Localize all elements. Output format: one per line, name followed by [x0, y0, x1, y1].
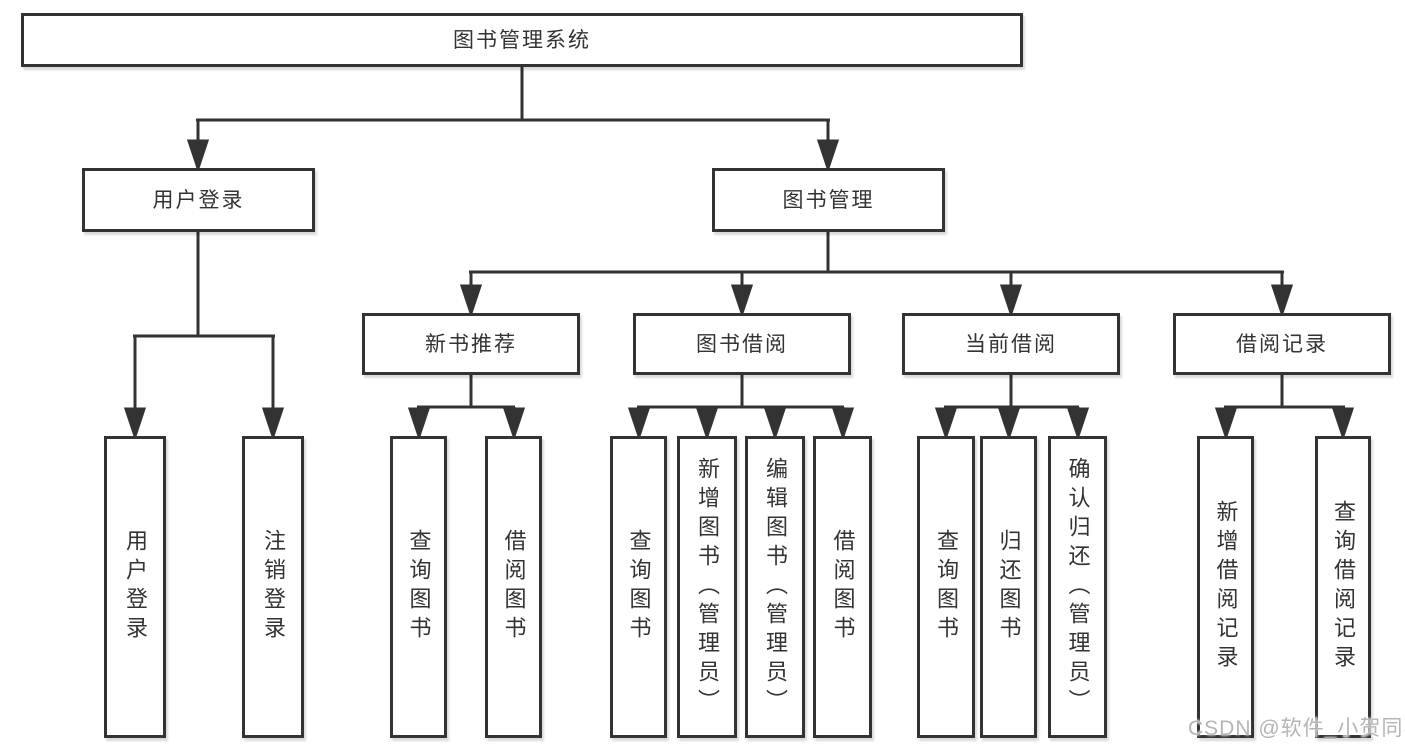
node-borrow-records-label: 借阅记录 [1236, 332, 1328, 356]
node-edit-books-admin: 编辑图书（管理员） [745, 436, 805, 738]
arrowhead-icon [695, 407, 719, 441]
node-borrow-books-label: 借阅图书 [830, 529, 856, 645]
node-return-books: 归还图书 [980, 436, 1037, 738]
node-book-management: 图书管理 [712, 168, 945, 232]
node-user-login-action-label: 用户登录 [123, 529, 148, 645]
connector-borrow-records-children [1214, 375, 1355, 441]
node-query-borrow-record-label: 查询借阅记录 [1331, 500, 1356, 674]
arrowhead-icon [261, 407, 285, 441]
node-book-borrow: 图书借阅 [633, 313, 851, 375]
node-edit-books-admin-label: 编辑图书（管理员） [763, 456, 788, 718]
arrowhead-icon [123, 407, 147, 441]
arrowhead-icon [1214, 407, 1238, 441]
node-user-login-action: 用户登录 [104, 436, 166, 738]
node-query-books-current-label: 查询图书 [934, 529, 959, 645]
node-new-book-recommend: 新书推荐 [362, 313, 580, 375]
connector-book-mgmt-children [459, 232, 1294, 318]
arrowhead-icon [763, 407, 787, 441]
csdn-watermark: CSDN @软件_小贺同学 [1188, 717, 1405, 740]
node-logout-action-label: 注销登录 [261, 529, 286, 645]
node-library-management-system: 图书管理系统 [21, 13, 1023, 67]
node-query-books-recommend-label: 查询图书 [406, 529, 432, 645]
node-borrow-books-recommend-label: 借阅图书 [501, 529, 527, 645]
node-borrow-books: 借阅图书 [813, 436, 872, 738]
node-confirm-return-admin-label: 确认归还（管理员） [1065, 456, 1091, 718]
node-new-book-recommend-label: 新书推荐 [425, 332, 517, 356]
arrowhead-icon [997, 407, 1021, 441]
node-book-borrow-label: 图书借阅 [696, 332, 788, 356]
node-query-books-borrow-label: 查询图书 [626, 529, 652, 645]
arrowhead-icon [934, 407, 958, 441]
connector-book-borrow-children [627, 375, 855, 441]
node-return-books-label: 归还图书 [996, 529, 1022, 645]
node-add-borrow-record-label: 新增借阅记录 [1213, 500, 1239, 674]
node-add-books-admin-label: 新增图书（管理员） [695, 456, 720, 718]
node-library-management-system-label: 图书管理系统 [453, 28, 591, 52]
node-query-books-current: 查询图书 [917, 436, 975, 738]
connector-root-to-level2 [186, 67, 840, 173]
arrowhead-icon [186, 139, 210, 173]
node-query-borrow-record: 查询借阅记录 [1315, 436, 1371, 738]
node-borrow-books-recommend: 借阅图书 [485, 436, 542, 738]
arrowhead-icon [627, 407, 651, 441]
arrowhead-icon [1331, 407, 1355, 441]
node-query-books-borrow: 查询图书 [610, 436, 667, 738]
arrowhead-icon [1066, 407, 1090, 441]
arrowhead-icon [407, 407, 431, 441]
arrowhead-icon [1270, 284, 1294, 318]
connector-user-login-children [123, 232, 285, 441]
node-user-login-label: 用户登录 [152, 188, 245, 212]
node-add-borrow-record: 新增借阅记录 [1197, 436, 1254, 738]
arrowhead-icon [999, 284, 1023, 318]
node-add-books-admin: 新增图书（管理员） [677, 436, 737, 738]
arrowhead-icon [831, 407, 855, 441]
arrowhead-icon [502, 407, 526, 441]
node-borrow-records: 借阅记录 [1173, 313, 1391, 375]
node-confirm-return-admin: 确认归还（管理员） [1048, 436, 1107, 738]
arrowhead-icon [730, 284, 754, 318]
node-logout-action: 注销登录 [242, 436, 304, 738]
node-query-books-recommend: 查询图书 [390, 436, 447, 738]
node-user-login: 用户登录 [82, 168, 315, 232]
node-current-borrow-label: 当前借阅 [965, 332, 1057, 356]
node-current-borrow: 当前借阅 [902, 313, 1120, 375]
connector-new-book-recommend-children [407, 375, 526, 441]
arrowhead-icon [459, 284, 483, 318]
arrowhead-icon [816, 139, 840, 173]
node-book-management-label: 图书管理 [782, 188, 875, 212]
connector-current-borrow-children [934, 375, 1090, 441]
